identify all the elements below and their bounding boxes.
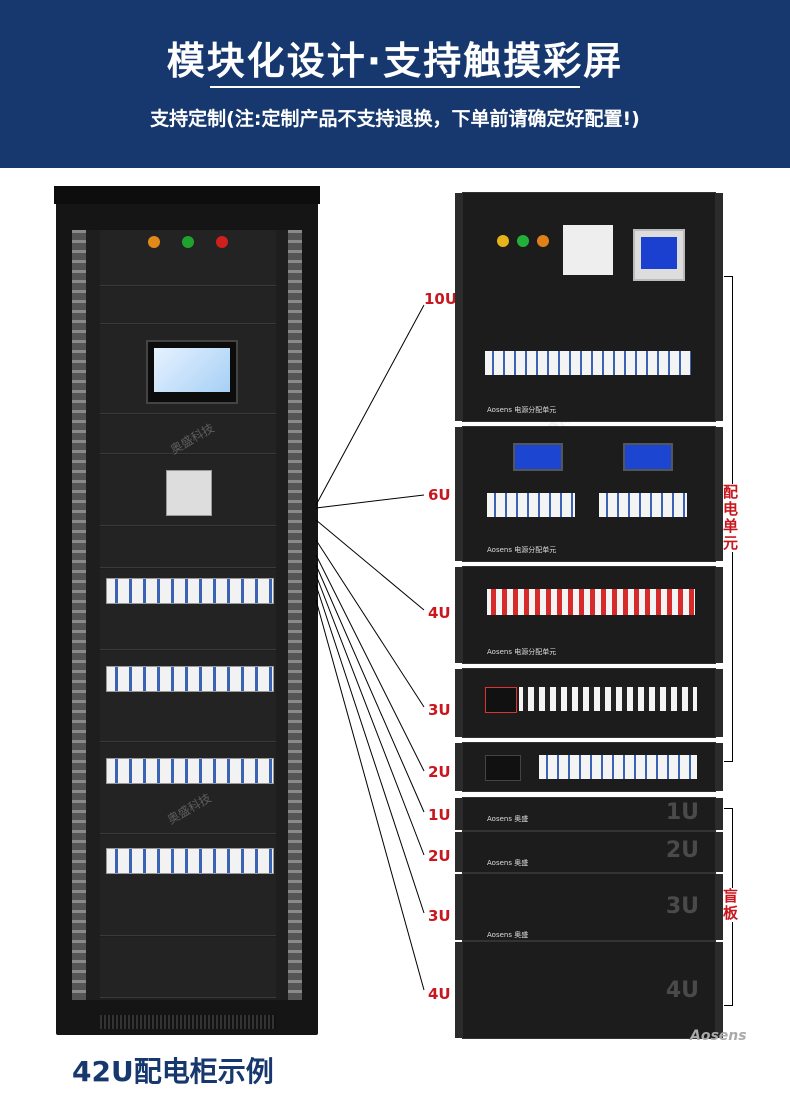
- mount-ear: [455, 669, 463, 737]
- cabinet-top: [54, 186, 320, 204]
- breaker-row: [519, 687, 697, 711]
- breaker-row: [106, 758, 274, 784]
- breaker-row: [487, 589, 695, 615]
- red-lamp-icon: [216, 236, 228, 248]
- cabinet-caption: 42U配电柜示例: [72, 1055, 274, 1088]
- blank-size-label: 3U: [665, 894, 699, 919]
- unit-4u: Aosens 电源分配单元: [455, 566, 723, 664]
- leader-line: [315, 564, 425, 813]
- screen-display: [154, 348, 230, 392]
- size-label-10u: 10U: [424, 290, 458, 308]
- header-banner: 模块化设计·支持触摸彩屏 支持定制(注:定制产品不支持退换，下单前请确定好配置!…: [0, 0, 790, 168]
- blank-panel-2u: Aosens 奥盛 2U: [455, 831, 723, 873]
- leader-line: [315, 574, 425, 856]
- leader-line: [315, 519, 425, 611]
- page-title: 模块化设计·支持触摸彩屏: [166, 39, 624, 83]
- mount-ear: [715, 743, 723, 791]
- size-label-blank-3u: 3U: [428, 907, 451, 925]
- breaker-row: [485, 351, 691, 375]
- yellow-lamp-icon: [148, 236, 160, 248]
- blank-brand-text: Aosens 奥盛: [487, 859, 529, 867]
- digital-meter: [623, 443, 673, 471]
- mount-ear: [455, 427, 463, 561]
- mount-ear: [715, 798, 723, 830]
- right-rail: [288, 230, 302, 1000]
- size-label-4u: 4U: [428, 604, 451, 622]
- blank-size-label: 4U: [665, 978, 699, 1003]
- mount-ear: [455, 942, 463, 1038]
- breaker-row: [599, 493, 687, 517]
- size-label-1u: 1U: [428, 806, 451, 824]
- leader-line: [315, 554, 425, 772]
- mount-ear: [455, 567, 463, 663]
- mount-ear: [455, 798, 463, 830]
- cabinet-vent: [100, 1015, 276, 1029]
- surge-protector: [563, 225, 613, 275]
- size-label-blank-2u: 2U: [428, 847, 451, 865]
- leader-line: [315, 599, 425, 991]
- cabinet-panel: [100, 287, 276, 324]
- mount-ear: [715, 193, 723, 421]
- breaker-row: [106, 848, 274, 874]
- blank-size-label: 1U: [665, 800, 699, 825]
- mount-ear: [455, 874, 463, 940]
- mount-ear: [715, 832, 723, 872]
- digital-meter: [513, 443, 563, 471]
- breaker-row: [106, 578, 274, 604]
- blank-size-label: 2U: [665, 838, 699, 863]
- yellow-lamp-icon: [497, 235, 509, 247]
- digital-display: [485, 755, 521, 781]
- size-label-3u: 3U: [428, 701, 451, 719]
- left-rail: [72, 230, 86, 1000]
- unit-brand-text: Aosens 电源分配单元: [487, 648, 557, 656]
- touch-screen: [146, 340, 238, 404]
- breaker-row: [539, 755, 697, 779]
- size-label-6u: 6U: [428, 486, 451, 504]
- cabinet-image: [54, 186, 320, 1035]
- mount-ear: [715, 942, 723, 1038]
- blank-label: 盲板: [723, 887, 739, 922]
- mount-ear: [715, 669, 723, 737]
- leader-line: [315, 584, 425, 914]
- blank-panel-4u: 4U: [455, 941, 723, 1039]
- unit-brand-text: Aosens 电源分配单元: [487, 546, 557, 554]
- blank-panel-3u: Aosens 奥盛 3U: [455, 873, 723, 941]
- brand-logo: Aosens: [690, 1028, 747, 1044]
- breaker-row: [106, 666, 274, 692]
- cabinet-panel: [100, 937, 276, 998]
- unit-2u: [455, 742, 723, 792]
- mount-ear: [455, 743, 463, 791]
- unit-3u: [455, 668, 723, 738]
- meter-display: [641, 237, 677, 269]
- cabinet-panel: [100, 415, 276, 454]
- mount-ear: [455, 832, 463, 872]
- unit-10u: Aosens 电源分配单元: [455, 192, 723, 422]
- unit-brand-text: Aosens 电源分配单元: [487, 406, 557, 414]
- mount-ear: [715, 427, 723, 561]
- blank-brand-text: Aosens 奥盛: [487, 815, 529, 823]
- leader-line: [315, 494, 425, 509]
- page-subtitle: 支持定制(注:定制产品不支持退换，下单前请确定好配置!): [150, 108, 640, 130]
- size-label-2u: 2U: [428, 763, 451, 781]
- green-lamp-icon: [182, 236, 194, 248]
- blank-brand-text: Aosens 奥盛: [487, 931, 529, 939]
- green-lamp-icon: [517, 235, 529, 247]
- breaker-row: [487, 493, 575, 517]
- mount-ear: [455, 193, 463, 421]
- power-meter: [633, 229, 685, 281]
- breaker-meter: [166, 470, 212, 516]
- title-underline: [210, 86, 580, 88]
- leader-line: [315, 539, 425, 708]
- mount-ear: [715, 567, 723, 663]
- unit-6u: Aosens 电源分配单元: [455, 426, 723, 562]
- cabinet-panel: [100, 527, 276, 568]
- power-unit-label: 配电单元: [723, 483, 739, 552]
- blank-panel-1u: Aosens 奥盛 1U: [455, 797, 723, 831]
- digital-display: [485, 687, 517, 713]
- mount-ear: [715, 874, 723, 940]
- leader-line: [315, 304, 425, 506]
- size-label-blank-4u: 4U: [428, 985, 451, 1003]
- orange-lamp-icon: [537, 235, 549, 247]
